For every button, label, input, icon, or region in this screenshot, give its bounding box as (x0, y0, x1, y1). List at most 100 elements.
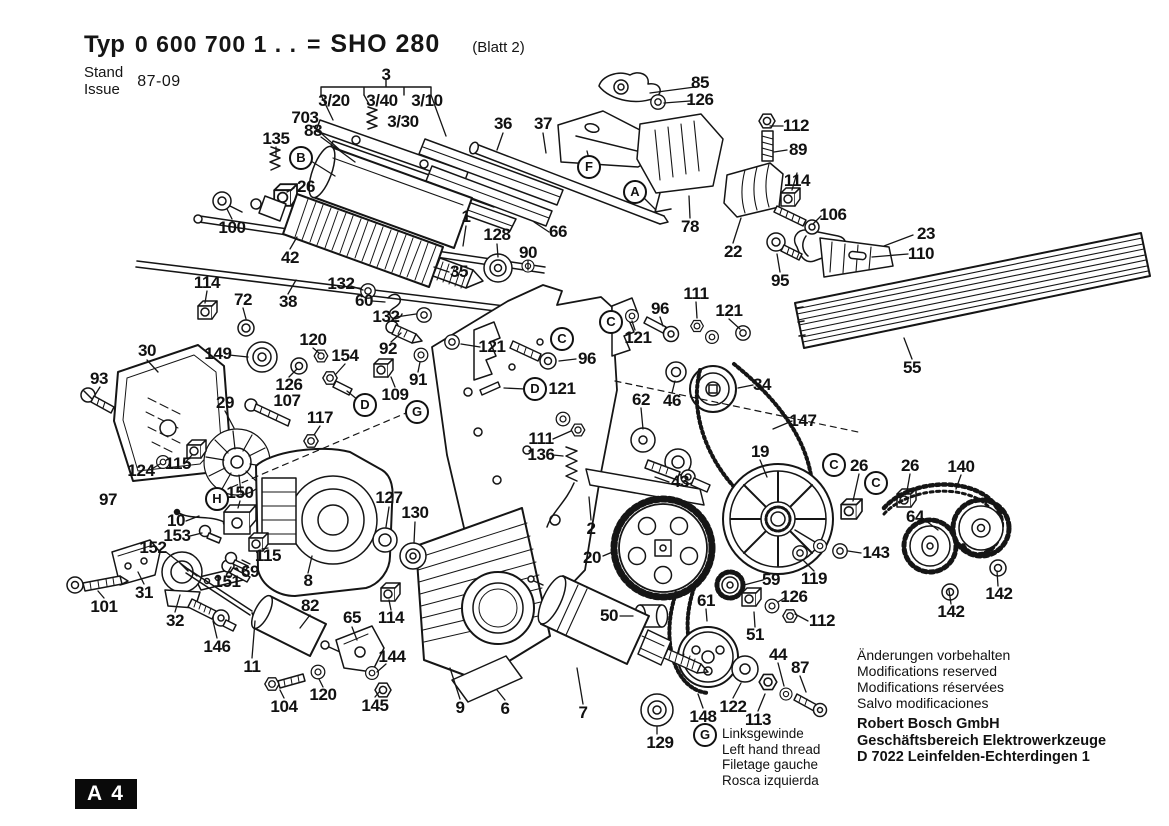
part-label-120: 120 (299, 330, 327, 349)
part-label-152: 152 (139, 538, 167, 557)
part-label-128: 128 (483, 225, 511, 244)
part-label-111: 111 (528, 429, 554, 448)
part-label-3-30: 3/30 (387, 112, 419, 131)
part-label-132: 132 (327, 274, 355, 293)
part-label-90: 90 (518, 243, 538, 262)
part-label-126: 126 (780, 587, 808, 606)
part-label-60: 60 (354, 291, 374, 310)
ref-letter-A: A (623, 180, 647, 204)
part-label-126: 126 (275, 375, 303, 394)
part-label-38: 38 (278, 292, 298, 311)
part-label-150: 150 (226, 483, 254, 502)
part-label-3-10: 3/10 (411, 91, 443, 110)
part-label-30: 30 (137, 341, 157, 360)
part-label-140: 140 (947, 457, 975, 476)
part-label-85: 85 (690, 73, 710, 92)
part-label-10: 10 (166, 511, 186, 530)
part-label-100: 100 (218, 218, 246, 237)
part-label-121: 121 (715, 301, 743, 320)
part-label-96: 96 (650, 299, 670, 318)
part-label-142: 142 (937, 602, 965, 621)
part-label-104: 104 (270, 697, 298, 716)
part-label-23: 23 (916, 224, 936, 243)
part-label-151: 151 (213, 572, 241, 591)
part-label-144: 144 (378, 647, 406, 666)
ref-letter-F: F (577, 155, 601, 179)
part-label-37: 37 (533, 114, 553, 133)
part-label-127: 127 (375, 488, 403, 507)
part-label-113: 113 (744, 710, 772, 729)
part-label-110: 110 (907, 244, 935, 263)
format-code-badge: A 4 (75, 779, 137, 809)
part-label-154: 154 (331, 346, 359, 365)
part-label-91: 91 (408, 370, 428, 389)
type-label: Typ (84, 31, 125, 58)
part-label-114: 114 (783, 171, 811, 190)
part-label-130: 130 (401, 503, 429, 522)
sheet-note: (Blatt 2) (472, 39, 525, 56)
text-line: Rosca izquierda (722, 772, 819, 788)
part-label-34: 34 (752, 375, 772, 394)
part-label-9: 9 (455, 698, 465, 717)
issue-block: Stand Issue 87-09 (84, 64, 181, 98)
part-label-703: 703 (291, 108, 319, 127)
text-line: Modifications réservées (857, 679, 1005, 695)
part-label-153: 153 (163, 526, 191, 545)
part-label-89: 89 (788, 140, 808, 159)
part-label-11: 11 (243, 657, 261, 676)
part-label-111: 111 (683, 284, 709, 303)
part-label-8: 8 (303, 571, 313, 590)
part-label-66: 66 (548, 222, 568, 241)
part-label-7: 7 (578, 703, 588, 722)
part-label-101: 101 (90, 597, 118, 616)
ref-letter-G: G (405, 400, 429, 424)
part-label-114: 114 (193, 273, 221, 292)
part-label-62: 62 (631, 390, 651, 409)
part-label-115: 115 (254, 546, 282, 565)
stand-label: Stand (84, 64, 124, 81)
part-label-61: 61 (696, 591, 716, 610)
part-label-26: 26 (296, 177, 316, 196)
equals-sign: = (306, 31, 321, 57)
part-label-55: 55 (902, 358, 922, 377)
part-label-43: 43 (670, 472, 690, 491)
part-label-50: 50 (599, 606, 619, 625)
ref-letter-C: C (864, 471, 888, 495)
ref-letter-B: B (289, 146, 313, 170)
part-label-26: 26 (849, 456, 869, 475)
part-label-96: 96 (577, 349, 597, 368)
ref-letter-C: C (599, 310, 623, 334)
part-label-115: 115 (164, 454, 192, 473)
part-label-107: 107 (273, 391, 301, 410)
part-label-148: 148 (689, 707, 717, 726)
part-label-121: 121 (478, 337, 506, 356)
part-label-44: 44 (768, 645, 788, 664)
part-label-109: 109 (381, 385, 409, 404)
part-label-31: 31 (134, 583, 154, 602)
part-label-26: 26 (900, 456, 920, 475)
part-label-121: 121 (624, 328, 652, 347)
part-label-20: 20 (582, 548, 602, 567)
part-label-124: 124 (127, 461, 155, 480)
part-label-36: 36 (493, 114, 513, 133)
title-block: Typ 0 600 700 1 . . = SHO 280 (Blatt 2) (84, 30, 525, 59)
part-label-32: 32 (165, 611, 185, 630)
part-label-112: 112 (808, 611, 836, 630)
part-label-119: 119 (800, 569, 828, 588)
part-label-112: 112 (782, 116, 810, 135)
part-label-69: 69 (240, 562, 260, 581)
part-label-42: 42 (280, 248, 300, 267)
part-label-145: 145 (361, 696, 389, 715)
part-label-136: 136 (527, 445, 555, 464)
ref-letter-D: D (353, 393, 377, 417)
part-label-64: 64 (905, 507, 925, 526)
part-label-3-20: 3/20 (318, 91, 350, 110)
part-label-114: 114 (377, 608, 405, 627)
part-label-72: 72 (233, 290, 253, 309)
part-label-149: 149 (204, 344, 232, 363)
part-label-120: 120 (309, 685, 337, 704)
part-label-1: 1 (461, 207, 471, 226)
part-label-22: 22 (723, 242, 743, 261)
part-label-106: 106 (819, 205, 847, 224)
